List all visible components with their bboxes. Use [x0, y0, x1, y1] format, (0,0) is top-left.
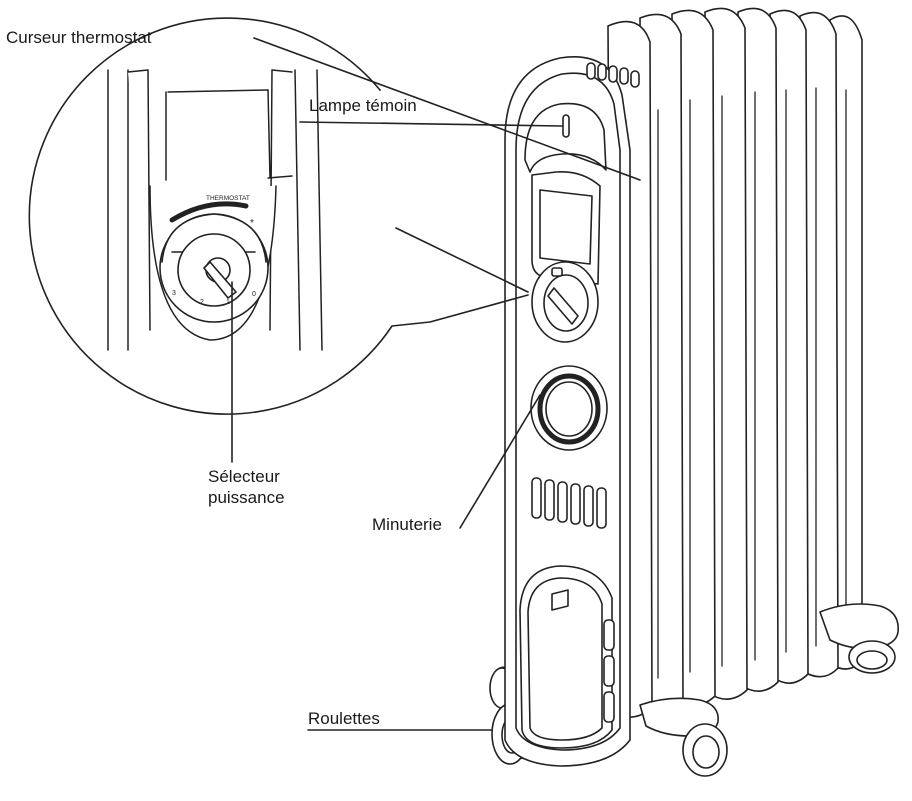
label-pilot-lamp: Lampe témoin — [309, 96, 417, 115]
front-vent — [531, 477, 607, 529]
label-power-selector: Sélecteur puissance — [208, 466, 285, 508]
leader-minuterie — [459, 394, 541, 529]
scale-mark-0: 0 — [252, 291, 256, 298]
wheel-right-front — [639, 697, 728, 777]
label-power-selector-line1: Sélecteur — [208, 467, 280, 486]
magnified-dial — [159, 213, 269, 323]
radiator-fins — [607, 7, 863, 718]
thermostat-snowflake: * — [250, 218, 254, 229]
scale-mark-2: 2 — [200, 299, 204, 306]
label-wheels: Roulettes — [308, 709, 380, 728]
label-thermostat-cursor: Curseur thermostat — [6, 28, 152, 47]
wheel-right-back — [819, 603, 899, 674]
magnified-view — [28, 17, 641, 415]
magnifier-outline — [28, 17, 529, 415]
scale-mark-3: 3 — [172, 290, 176, 297]
label-power-selector-line2: puissance — [208, 488, 285, 507]
label-timer: Minuterie — [372, 515, 442, 534]
leader-lampe — [299, 121, 563, 127]
top-grill — [586, 62, 640, 88]
magnifier-connector-top — [253, 37, 641, 181]
cord-compartment — [519, 565, 615, 749]
thermostat-scale-arc — [169, 201, 249, 223]
thermostat-scale-text: THERMOSTAT — [206, 195, 250, 202]
pilot-lamp-indicator — [562, 114, 570, 138]
scale-mark-1: 1 — [226, 299, 230, 306]
timer-dial — [530, 365, 608, 451]
handle-opening — [524, 102, 607, 285]
power-selector-knob — [531, 261, 599, 343]
